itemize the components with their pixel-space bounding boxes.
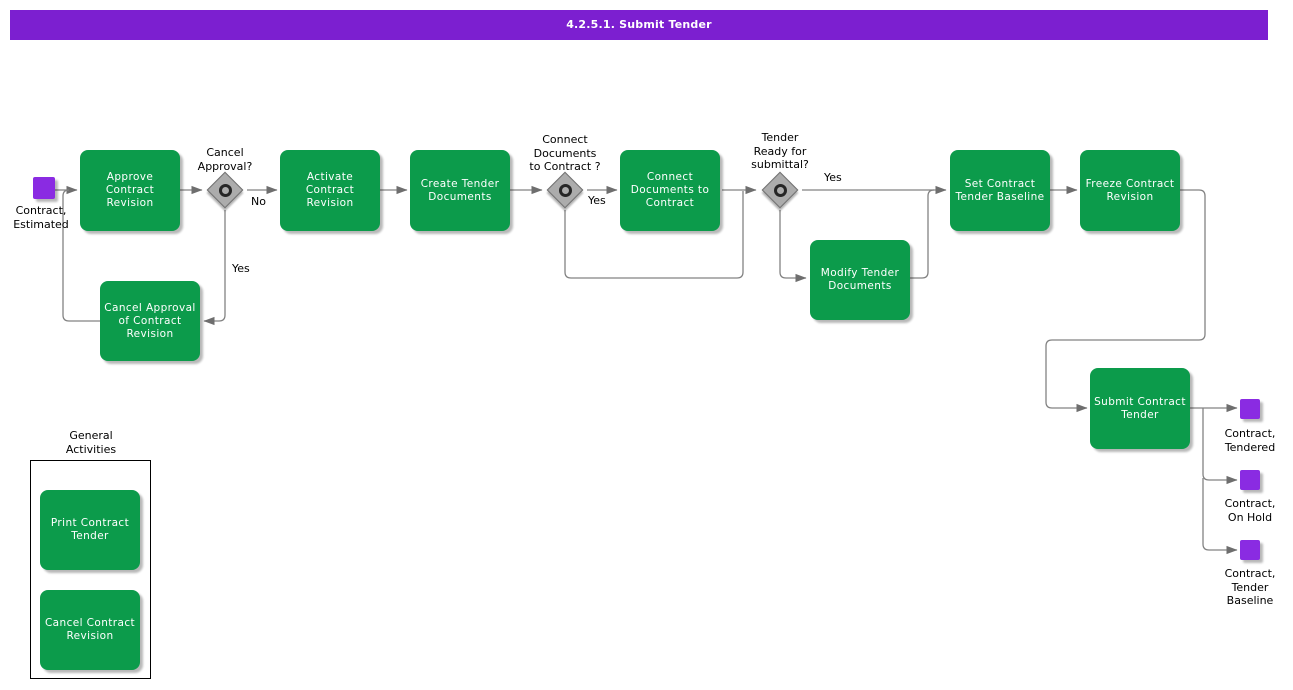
gateway-cancel-approval-label: Cancel Approval? — [197, 146, 253, 173]
task-cancel-contract-revision[interactable]: Cancel Contract Revision — [40, 590, 140, 670]
edge-label-yes-submit: Yes — [824, 171, 842, 184]
task-cancel-approval-of-contract-revision[interactable]: Cancel Approval of Contract Revision — [100, 281, 200, 361]
task-print-contract-tender[interactable]: Print Contract Tender — [40, 490, 140, 570]
end-event-contract-tender-baseline-label: Contract, Tender Baseline — [1224, 567, 1276, 607]
gateway-connect-documents[interactable] — [545, 170, 585, 210]
general-activities-label: General Activities — [65, 429, 117, 456]
edge-label-yes-cancel: Yes — [232, 262, 250, 275]
gateway-circle-icon — [218, 183, 232, 197]
task-approve-contract-revision[interactable]: Approve Contract Revision — [80, 150, 180, 231]
page-title: 4.2.5.1. Submit Tender — [10, 10, 1268, 40]
end-event-contract-tender-baseline[interactable] — [1240, 540, 1260, 560]
gateway-tender-ready-label: Tender Ready for submittal? — [751, 131, 809, 171]
gateway-circle-icon — [773, 183, 787, 197]
gateway-tender-ready[interactable] — [760, 170, 800, 210]
task-freeze-contract-revision[interactable]: Freeze Contract Revision — [1080, 150, 1180, 231]
task-activate-contract-revision[interactable]: Activate Contract Revision — [280, 150, 380, 231]
end-event-contract-on-hold[interactable] — [1240, 470, 1260, 490]
end-event-contract-tendered-label: Contract, Tendered — [1224, 427, 1276, 454]
start-event-label: Contract, Estimated — [13, 204, 69, 231]
task-modify-tender-documents[interactable]: Modify Tender Documents — [810, 240, 910, 320]
task-submit-contract-tender[interactable]: Submit Contract Tender — [1090, 368, 1190, 449]
connector-gateway3-modify — [779, 210, 807, 283]
start-event-contract-estimated[interactable] — [33, 177, 55, 199]
task-connect-documents-to-contract[interactable]: Connect Documents to Contract — [620, 150, 720, 231]
end-event-contract-on-hold-label: Contract, On Hold — [1224, 497, 1276, 524]
gateway-circle-icon — [558, 183, 572, 197]
gateway-cancel-approval[interactable] — [205, 170, 245, 210]
end-event-contract-tendered[interactable] — [1240, 399, 1260, 419]
task-set-contract-tender-baseline[interactable]: Set Contract Tender Baseline — [950, 150, 1050, 231]
connector-gateway1-cancel-yes — [203, 210, 226, 326]
edge-label-no: No — [251, 195, 266, 208]
edge-label-yes-connect: Yes — [588, 194, 606, 207]
gateway-connect-documents-label: Connect Documents to Contract ? — [529, 133, 601, 173]
task-create-tender-documents[interactable]: Create Tender Documents — [410, 150, 510, 231]
connector-modify-return — [910, 189, 935, 279]
